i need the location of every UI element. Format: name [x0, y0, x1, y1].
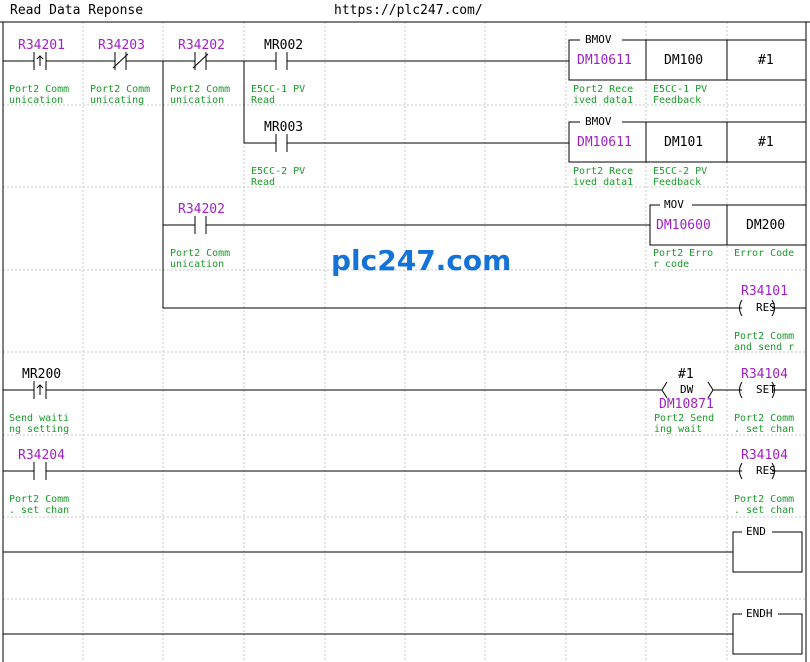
bmov2-operand-2[interactable]: DM101	[664, 135, 704, 150]
contact-mr002-label[interactable]: MR002	[264, 38, 304, 53]
contact-mr200-symbol	[33, 381, 47, 399]
contact-r34203-symbol	[112, 52, 129, 70]
coil-res-r34104-comment-1: Port2 Comm	[734, 494, 795, 505]
contact-r34203-label[interactable]: R34203	[98, 38, 145, 53]
bmov2-operand-1[interactable]: DM10611	[577, 135, 632, 150]
bmov1-comment-1b: ived data1	[573, 95, 634, 106]
coil-set-r34104-device[interactable]: R34104	[741, 367, 788, 382]
mov-operand-1[interactable]: DM10600	[656, 218, 711, 233]
mov-function-label[interactable]: MOV	[664, 198, 684, 211]
dw-symbol	[661, 381, 714, 399]
end-instruction[interactable]: END	[746, 525, 766, 538]
coil-res-r34101-symbol	[739, 299, 775, 317]
contact-mr003-comment-1: E5CC-2 PV	[251, 166, 306, 177]
contact-r34201-comment-2: unication	[9, 95, 64, 106]
coil-set-r34104-comment-2: . set chan	[734, 424, 795, 435]
coil-res-r34101-comment-1: Port2 Comm	[734, 331, 795, 342]
bmov2-comment-2a: E5CC-2 PV	[653, 166, 708, 177]
coil-res-r34101-device[interactable]: R34101	[741, 284, 788, 299]
contact-r34204-comment-1: Port2 Comm	[9, 494, 70, 505]
contact-r34201-comment-1: Port2 Comm	[9, 84, 70, 95]
contact-r34203-comment-2: unicating	[90, 95, 145, 106]
coil-res-r34104-comment-2: . set chan	[734, 505, 795, 516]
bmov1-operand-1[interactable]: DM10611	[577, 53, 632, 68]
coil-res-r34101-function[interactable]: RES	[756, 301, 776, 314]
coil-res-r34104-device[interactable]: R34104	[741, 448, 788, 463]
contact-mr002-symbol	[275, 52, 288, 70]
bmov1-comment-2b: Feedback	[653, 95, 702, 106]
contact-r34202-no-label[interactable]: R34202	[178, 202, 225, 217]
bmov1-comment-1a: Port2 Rece	[573, 84, 634, 95]
contact-mr003-symbol	[243, 61, 569, 152]
coil-res-r34101-comment-2: and send r	[734, 342, 795, 353]
editor-grid	[3, 22, 806, 662]
bmov2-operand-3[interactable]: #1	[758, 135, 774, 150]
mov-comment-2a: Error Code	[734, 248, 795, 259]
mov-comment-1b: r code	[653, 259, 690, 270]
dw-device[interactable]: DM10871	[659, 397, 714, 412]
contact-mr003-label[interactable]: MR003	[264, 120, 304, 135]
contact-r34202-nc-comment-2: unication	[170, 95, 225, 106]
dw-comment-2: ing wait	[654, 424, 703, 435]
contact-r34202-nc-comment-1: Port2 Comm	[170, 84, 231, 95]
contact-r34202-nc-symbol	[192, 52, 209, 70]
coil-res-r34104-function[interactable]: RES	[756, 464, 776, 477]
endh-instruction[interactable]: ENDH	[746, 607, 773, 620]
contact-r34204-comment-2: . set chan	[9, 505, 70, 516]
dw-comment-1: Port2 Send	[654, 413, 715, 424]
contact-r34204-label[interactable]: R34204	[18, 448, 65, 463]
contact-r34204-symbol	[33, 462, 47, 480]
dw-value[interactable]: #1	[678, 367, 694, 382]
coil-set-r34104-function[interactable]: SET	[756, 383, 776, 396]
contact-mr200-label[interactable]: MR200	[22, 367, 62, 382]
dw-function-label[interactable]: DW	[680, 383, 694, 396]
bmov1-function-label[interactable]: BMOV	[585, 33, 612, 46]
bmov2-comment-2b: Feedback	[653, 177, 702, 188]
contact-mr002-comment-2: Read	[251, 95, 276, 106]
bmov2-function-label[interactable]: BMOV	[585, 115, 612, 128]
bmov1-operand-2[interactable]: DM100	[664, 53, 704, 68]
contact-r34201-symbol	[33, 52, 47, 70]
contact-mr200-comment-1: Send waiti	[9, 413, 70, 424]
coil-res-r34104-symbol	[739, 462, 775, 480]
contact-r34201-label[interactable]: R34201	[18, 38, 65, 53]
bmov2-comment-1a: Port2 Rece	[573, 166, 634, 177]
contact-mr003-comment-2: Read	[251, 177, 276, 188]
contact-r34203-comment-1: Port2 Comm	[90, 84, 151, 95]
watermark: plc247.com	[331, 244, 512, 277]
bmov1-operand-3[interactable]: #1	[758, 53, 774, 68]
coil-set-r34104-comment-1: Port2 Comm	[734, 413, 795, 424]
mov-comment-1a: Port2 Erro	[653, 248, 714, 259]
contact-r34202-no-comment-1: Port2 Comm	[170, 248, 231, 259]
contact-mr200-comment-2: ng setting	[9, 424, 70, 435]
bmov1-comment-2a: E5CC-1 PV	[653, 84, 708, 95]
contact-r34202-no-comment-2: unication	[170, 259, 225, 270]
contact-mr002-comment-1: E5CC-1 PV	[251, 84, 306, 95]
mov-operand-2[interactable]: DM200	[746, 218, 786, 233]
coil-set-r34104-symbol	[739, 381, 775, 399]
contact-r34202-nc-label[interactable]: R34202	[178, 38, 225, 53]
program-title: Read Data Reponse	[10, 3, 144, 18]
program-url: https://plc247.com/	[334, 3, 483, 18]
bmov2-comment-1b: ived data1	[573, 177, 634, 188]
